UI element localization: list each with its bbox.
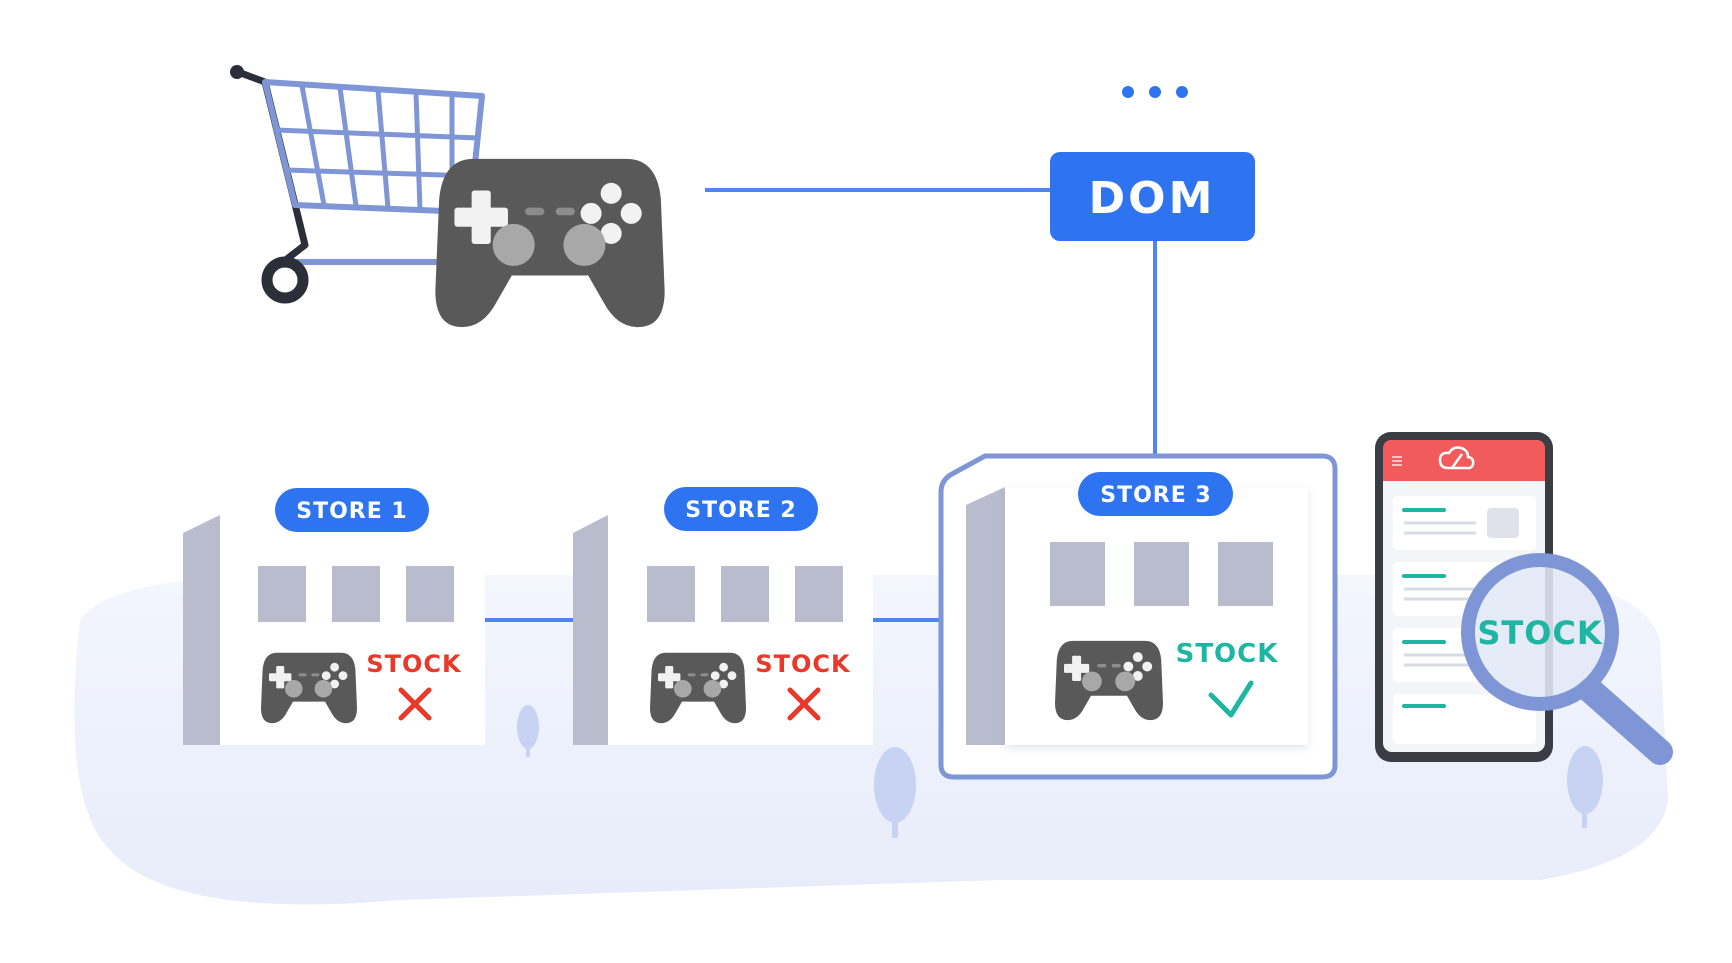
game-controller-icon xyxy=(435,158,665,328)
out-of-stock-x-icon xyxy=(398,687,432,721)
store-badge-label: STORE 2 xyxy=(685,498,797,523)
in-stock-check-icon xyxy=(1208,680,1254,718)
tree-decoration xyxy=(517,705,539,757)
stock-label: STOCK xyxy=(755,650,851,678)
store-windows xyxy=(647,566,843,622)
store-wall xyxy=(966,487,1005,745)
store-badge xyxy=(664,487,818,531)
stock-label: STOCK xyxy=(1176,639,1279,669)
store-1: STOCK STORE 1 xyxy=(183,488,485,745)
store-badge xyxy=(1078,472,1233,516)
dom-hub: DOM xyxy=(1050,152,1255,241)
cloud-logo-icon xyxy=(1438,446,1475,470)
magnifier-icon: STOCK xyxy=(1461,553,1673,765)
tree-decoration xyxy=(1567,746,1603,828)
store-2: STOCK STORE 2 xyxy=(573,487,873,745)
menu-icon xyxy=(1392,456,1402,466)
phone-header xyxy=(1383,440,1545,481)
store-badge xyxy=(275,488,429,532)
out-of-stock-x-icon xyxy=(787,687,821,721)
store-windows xyxy=(258,566,454,622)
store-wall xyxy=(183,515,220,745)
tree-decoration xyxy=(874,747,916,838)
store-windows xyxy=(1050,542,1273,606)
connector-lines xyxy=(485,188,1157,622)
dom-hub-label: DOM xyxy=(1089,173,1216,224)
stock-label: STOCK xyxy=(366,650,462,678)
store-badge-label: STORE 3 xyxy=(1100,483,1212,508)
more-dots-icon xyxy=(1122,86,1188,98)
store-badge-label: STORE 1 xyxy=(296,499,408,524)
store-3: STOCK STORE 3 xyxy=(938,453,1338,780)
store-wall xyxy=(573,515,608,745)
search-stock-label: STOCK xyxy=(1477,614,1603,652)
